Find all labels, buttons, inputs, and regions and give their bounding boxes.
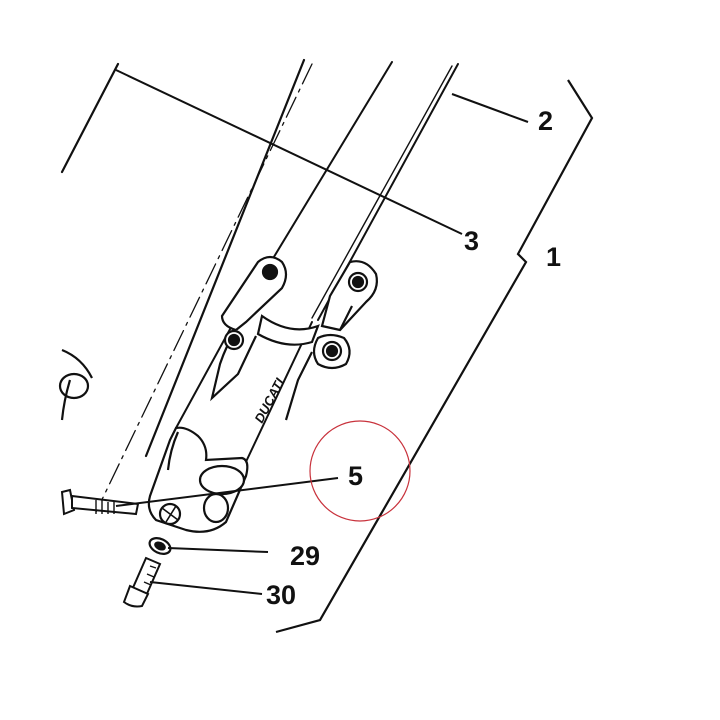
leader-29 (167, 547, 269, 553)
leader-3 (115, 69, 463, 235)
callout-2: 2 (538, 106, 553, 136)
highlight-circle (309, 420, 411, 522)
pinch-bolt (60, 488, 140, 516)
leader-30 (149, 581, 263, 595)
callout-1: 1 (546, 242, 561, 272)
group-bracket (275, 79, 594, 634)
fork-tube (60, 58, 459, 513)
cap-screw (122, 556, 162, 608)
leader-5 (115, 477, 339, 507)
caliper-mount-bracket (210, 255, 378, 421)
ducati-stamp: DUCATI (251, 376, 287, 426)
callout-3: 3 (464, 226, 479, 256)
callout-5: 5 (348, 461, 363, 491)
wheel-hub-partial (58, 348, 93, 421)
callout-29: 29 (290, 541, 320, 571)
callout-30: 30 (266, 580, 296, 610)
leader-lines (115, 69, 529, 595)
washer (148, 537, 172, 555)
axle-clamp-foot (147, 426, 249, 533)
leader-2 (451, 93, 529, 123)
